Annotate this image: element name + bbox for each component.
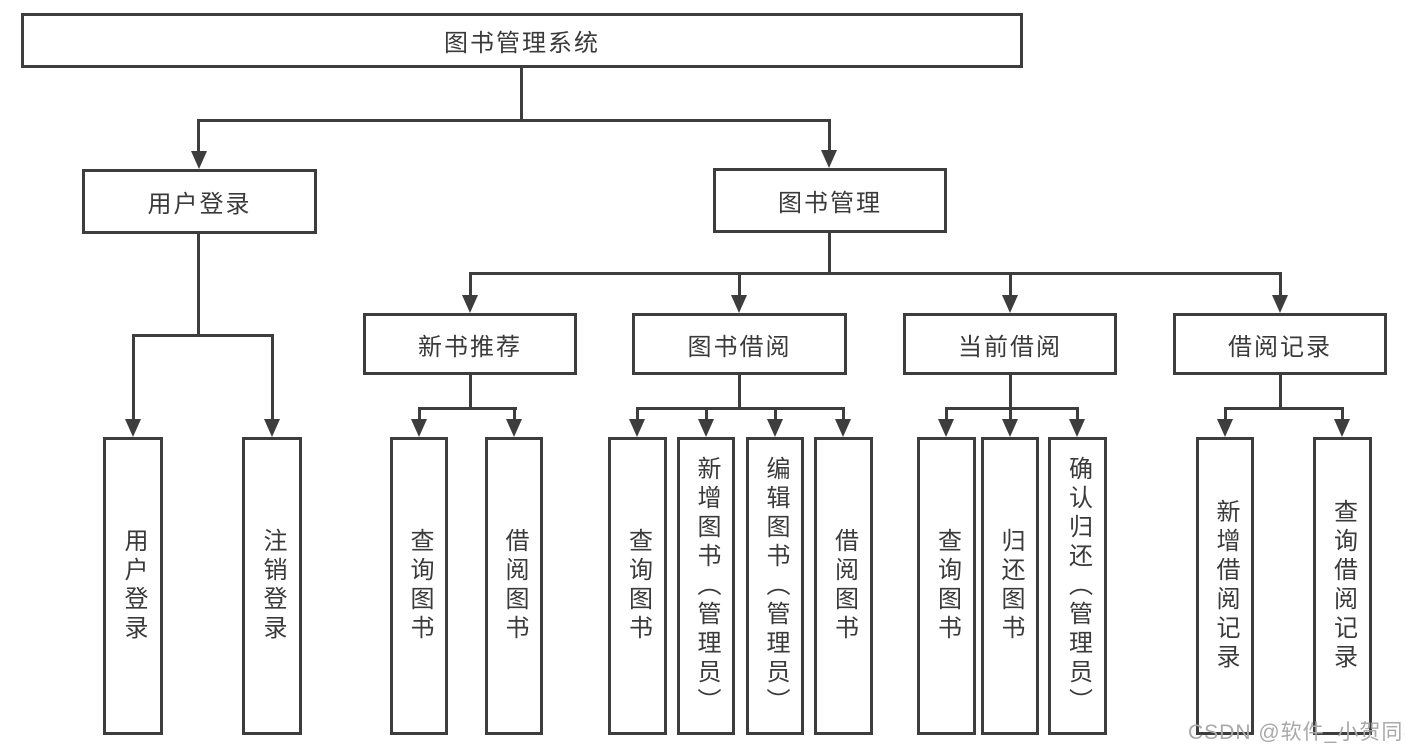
arrowhead-add-borrow-record xyxy=(1217,419,1233,437)
leaf-borrow-books: 借阅图书 xyxy=(814,437,873,735)
arrowhead-borrow-books-rec xyxy=(506,419,522,437)
connector-current-borrow-stem xyxy=(1009,272,1012,297)
node-new-book-rec-label: 新书推荐 xyxy=(418,333,522,361)
leaf-return-book: 归还图书 xyxy=(981,437,1039,735)
leaf-confirm-return-admin-label: 确认归还（管理员） xyxy=(1064,455,1092,717)
node-borrow-records-label: 借阅记录 xyxy=(1228,333,1332,361)
leaf-logout: 注销登录 xyxy=(242,437,302,735)
arrowhead-query-books-rec xyxy=(411,419,427,437)
connector-borrow-leaf3-stem xyxy=(774,407,777,421)
connector-login-down-stem xyxy=(197,234,200,337)
connector-level3-bar xyxy=(469,272,1282,275)
arrowhead-return-book xyxy=(1002,419,1018,437)
connector-rec-bar xyxy=(418,407,517,410)
leaf-add-book-admin: 新增图书（管理员） xyxy=(677,437,735,735)
watermark-text: CSDN @软件_小贺同学 xyxy=(1188,721,1405,744)
connector-current-bar xyxy=(945,407,1079,410)
connector-book-borrow-stem xyxy=(738,272,741,297)
leaf-query-books-borrow: 查询图书 xyxy=(608,437,667,735)
node-current-borrow: 当前借阅 xyxy=(903,313,1117,375)
connector-level1-bar xyxy=(197,119,831,122)
leaf-return-book-label: 归还图书 xyxy=(997,528,1024,644)
leaf-add-borrow-record-label: 新增借阅记录 xyxy=(1212,499,1239,673)
leaf-query-borrow-record-label: 查询借阅记录 xyxy=(1329,499,1357,673)
arrowhead-borrow-books xyxy=(835,419,851,437)
leaf-logout-label: 注销登录 xyxy=(259,528,286,644)
leaf-edit-book-admin-label: 编辑图书（管理员） xyxy=(762,455,789,717)
connector-current-leaf2-stem xyxy=(1009,407,1012,421)
connector-new-book-rec-stem xyxy=(469,272,472,297)
connector-current-leaf3-stem xyxy=(1076,407,1079,421)
connector-borrow-down-stem xyxy=(738,375,741,410)
node-root-label: 图书管理系统 xyxy=(444,30,600,57)
node-root: 图书管理系统 xyxy=(21,13,1023,68)
node-user-login-label: 用户登录 xyxy=(147,191,252,218)
node-user-login: 用户登录 xyxy=(82,169,317,234)
node-book-borrow: 图书借阅 xyxy=(632,313,847,375)
connector-records-down-stem xyxy=(1279,375,1282,410)
leaf-add-book-admin-label: 新增图书（管理员） xyxy=(693,455,720,717)
leaf-add-borrow-record: 新增借阅记录 xyxy=(1196,437,1254,735)
arrowhead-leaf-user-login xyxy=(125,419,141,437)
connector-leaf-user-login-stem xyxy=(132,334,135,421)
connector-borrow-leaf1-stem xyxy=(636,407,639,421)
connector-current-leaf1-stem xyxy=(945,407,948,421)
node-new-book-rec: 新书推荐 xyxy=(363,313,577,375)
connector-records-leaf1-stem xyxy=(1224,407,1227,421)
node-book-mgmt: 图书管理 xyxy=(713,168,947,233)
leaf-borrow-books-rec-label: 借阅图书 xyxy=(501,528,528,644)
node-borrow-records: 借阅记录 xyxy=(1173,313,1387,375)
arrowhead-query-books-borrow xyxy=(629,419,645,437)
arrowhead-query-books-current xyxy=(938,419,954,437)
leaf-confirm-return-admin: 确认归还（管理员） xyxy=(1048,437,1107,735)
arrowhead-current-borrow xyxy=(1002,295,1018,313)
connector-rec-down-stem xyxy=(469,375,472,410)
connector-records-bar xyxy=(1224,407,1344,410)
connector-rec-leaf2-stem xyxy=(513,407,516,421)
arrowhead-add-book-admin xyxy=(698,419,714,437)
node-book-borrow-label: 图书借阅 xyxy=(687,333,792,361)
arrowhead-leaf-logout xyxy=(264,419,280,437)
connector-root-stem xyxy=(520,68,523,121)
arrowhead-query-borrow-record xyxy=(1334,419,1350,437)
arrowhead-borrow-records xyxy=(1272,295,1288,313)
connector-login-bar xyxy=(132,334,274,337)
leaf-query-books-rec-label: 查询图书 xyxy=(406,528,433,644)
arrowhead-confirm-return-admin xyxy=(1069,419,1085,437)
leaf-query-books-current-label: 查询图书 xyxy=(933,528,961,644)
arrowhead-edit-book-admin xyxy=(767,419,783,437)
connector-book-mgmt-stem xyxy=(828,119,831,154)
leaf-user-login: 用户登录 xyxy=(103,437,163,735)
node-book-mgmt-label: 图书管理 xyxy=(778,190,882,217)
leaf-user-login-label: 用户登录 xyxy=(120,528,147,644)
connector-borrow-leaf4-stem xyxy=(842,407,845,421)
leaf-query-borrow-record: 查询借阅记录 xyxy=(1313,437,1372,735)
connector-records-leaf2-stem xyxy=(1341,407,1344,421)
connector-user-login-stem xyxy=(197,119,200,154)
leaf-query-books-current: 查询图书 xyxy=(917,437,976,735)
leaf-edit-book-admin: 编辑图书（管理员） xyxy=(746,437,804,735)
leaf-query-books-rec: 查询图书 xyxy=(390,437,448,735)
connector-current-down-stem xyxy=(1009,375,1012,410)
arrowhead-new-book-rec xyxy=(462,295,478,313)
connector-borrow-leaf2-stem xyxy=(705,407,708,421)
leaf-borrow-books-label: 借阅图书 xyxy=(830,528,858,644)
connector-borrow-records-stem xyxy=(1279,272,1282,297)
arrowhead-user-login xyxy=(191,151,207,169)
connector-rec-leaf1-stem xyxy=(418,407,421,421)
leaf-query-books-borrow-label: 查询图书 xyxy=(624,528,652,644)
connector-leaf-logout-stem xyxy=(271,334,274,421)
arrowhead-book-borrow xyxy=(731,295,747,313)
connector-borrow-bar xyxy=(636,407,845,410)
connector-mgmt-down-stem xyxy=(828,233,831,275)
node-current-borrow-label: 当前借阅 xyxy=(958,333,1062,361)
arrowhead-book-mgmt xyxy=(821,150,837,168)
leaf-borrow-books-rec: 借阅图书 xyxy=(485,437,543,735)
